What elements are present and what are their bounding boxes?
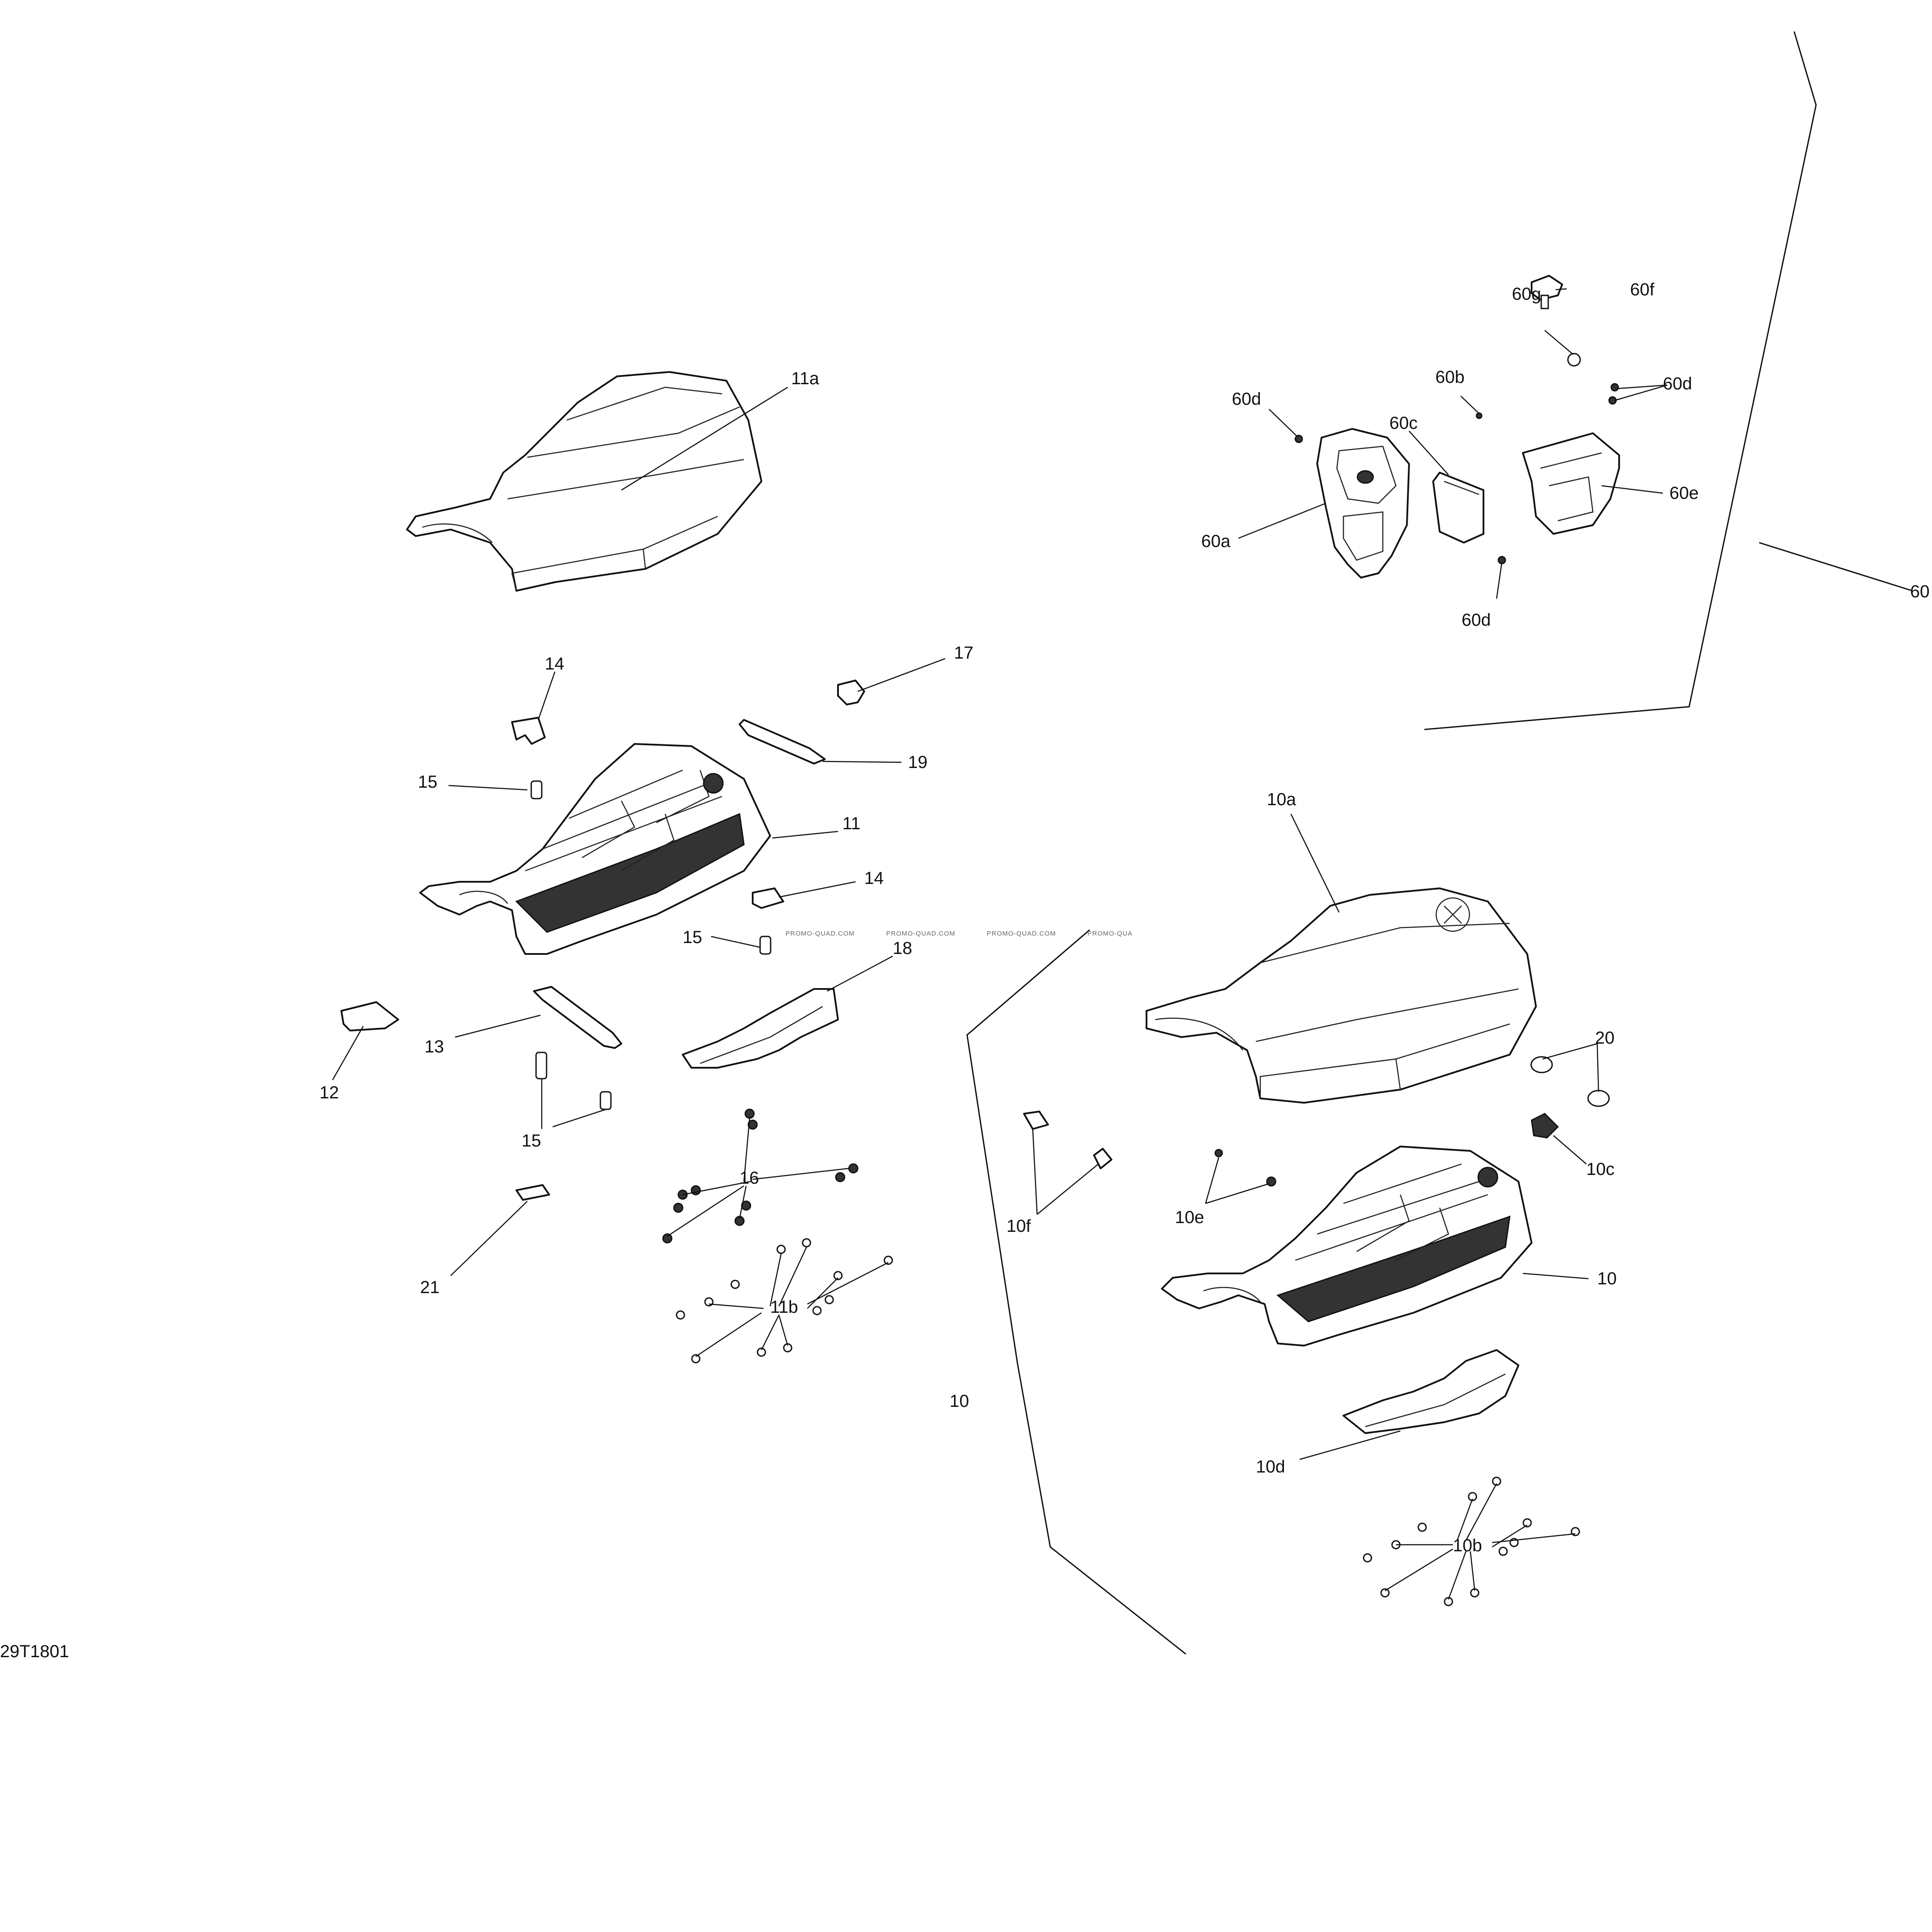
latch-17 xyxy=(837,680,865,705)
watermark: PROMO-QUAD.COM PROMO-QUAD.COM PROMO-QUAD… xyxy=(785,930,1133,937)
callout-60f: 60f xyxy=(1630,280,1655,299)
bracket-14-mid xyxy=(752,887,784,909)
callout-13: 13 xyxy=(424,1037,444,1056)
plate-13 xyxy=(533,986,622,1049)
callout-60e: 60e xyxy=(1669,484,1699,503)
spacer-15c xyxy=(535,1052,547,1080)
clip-12 xyxy=(340,1001,399,1031)
washer-60g xyxy=(1567,353,1581,367)
callout-60g: 60g xyxy=(1512,284,1541,304)
group-10-frame xyxy=(966,929,1186,1655)
callout-14-top: 14 xyxy=(545,654,565,673)
callout-11a: 11a xyxy=(791,369,820,388)
callout-60b: 60b xyxy=(1435,368,1465,387)
callout-19: 19 xyxy=(908,753,928,772)
callout-labels: 11a 14 17 19 15 11 14 15 18 12 13 15 16 … xyxy=(319,280,1930,1555)
callout-60a: 60a xyxy=(1201,532,1231,551)
callout-60c: 60c xyxy=(1389,414,1418,433)
fasteners-11b xyxy=(676,1238,893,1364)
group-60-leader xyxy=(1759,542,1913,592)
screw-10e-1 xyxy=(1214,1149,1223,1157)
clips-10f xyxy=(1023,1111,1112,1169)
callout-18: 18 xyxy=(893,939,912,958)
callout-60d-bottom: 60d xyxy=(1462,610,1491,630)
callout-10: 10 xyxy=(1597,1269,1617,1288)
strip-19 xyxy=(739,719,826,764)
callout-60: 60 xyxy=(1910,582,1930,601)
callout-14-mid: 14 xyxy=(864,869,884,888)
callout-15-top: 15 xyxy=(418,772,438,792)
heat-shield-18 xyxy=(682,988,839,1069)
spacer-15a xyxy=(530,780,543,799)
callout-10-left: 10 xyxy=(950,1392,969,1411)
screw-60b xyxy=(1476,412,1483,419)
seat-cover-11a xyxy=(406,371,762,592)
callout-10f: 10f xyxy=(1006,1217,1031,1236)
plate-60c xyxy=(1432,472,1484,543)
callout-20: 20 xyxy=(1595,1028,1615,1048)
label-21 xyxy=(515,1184,550,1201)
heat-shield-10d xyxy=(1343,1349,1519,1434)
fasteners-10b xyxy=(1363,1476,1580,1606)
callout-10a: 10a xyxy=(1267,790,1296,809)
seat-cover-10a xyxy=(1146,887,1537,1104)
callout-60d-top: 60d xyxy=(1232,389,1261,409)
callout-16: 16 xyxy=(740,1168,759,1188)
group-60-frame xyxy=(1424,31,1817,730)
watermark-4: PROMO-QUA xyxy=(1087,930,1133,937)
spacer-15d xyxy=(600,1091,612,1110)
seat-backrest-60a xyxy=(1316,428,1410,579)
spacer-15b xyxy=(759,936,771,955)
watermark-3: PROMO-QUAD.COM xyxy=(987,930,1056,937)
bracket-60e xyxy=(1522,432,1620,535)
callout-15-low: 15 xyxy=(522,1131,541,1150)
figure-code: 29T1801 xyxy=(0,1642,69,1661)
seat-base-10 xyxy=(1161,1146,1532,1346)
callout-10d: 10d xyxy=(1256,1457,1285,1476)
callout-12: 12 xyxy=(319,1083,339,1102)
callout-10c: 10c xyxy=(1586,1160,1615,1179)
seat-base-11 xyxy=(419,743,771,955)
watermark-2: PROMO-QUAD.COM xyxy=(886,930,955,937)
callout-60d-right: 60d xyxy=(1663,374,1692,393)
callout-10b: 10b xyxy=(1453,1536,1482,1555)
watermark-1: PROMO-QUAD.COM xyxy=(785,930,855,937)
screw-60d-1 xyxy=(1294,435,1303,443)
bracket-14-top xyxy=(511,717,546,745)
callout-21: 21 xyxy=(420,1278,440,1297)
screw-10e-2 xyxy=(1266,1176,1276,1187)
callout-11b: 11b xyxy=(770,1297,798,1317)
knob-60f xyxy=(1531,275,1563,309)
callout-10e: 10e xyxy=(1175,1208,1204,1227)
latch-10c xyxy=(1531,1113,1559,1139)
callout-15-mid: 15 xyxy=(683,928,702,947)
leader-lines xyxy=(332,288,1668,1600)
grommets-20 xyxy=(1530,1056,1610,1107)
screw-60d-2 xyxy=(1610,383,1619,392)
callout-11: 11 xyxy=(842,814,861,833)
callout-17: 17 xyxy=(954,643,974,663)
nuts-16 xyxy=(662,1108,859,1244)
